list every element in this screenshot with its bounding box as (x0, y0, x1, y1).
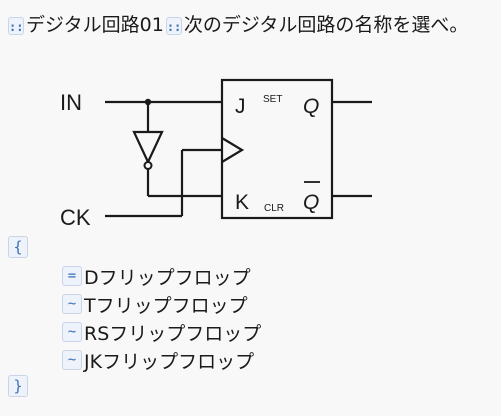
option-label: RSフリップフロップ (84, 322, 262, 345)
category-tag-icon: :: (8, 16, 24, 35)
junction-dot (144, 98, 152, 106)
question-tag-icon: :: (165, 16, 182, 35)
block-close-brace: } (8, 375, 28, 397)
answer-options: = Dフリップフロップ ~ Tフリップフロップ ~ RSフリップフロップ ~ J… (62, 262, 261, 374)
option-label: JKフリップフロップ (84, 350, 255, 373)
inverter-symbol (132, 130, 164, 165)
question-text: 次のデジタル回路の名称を選べ。 (183, 14, 469, 36)
tilde-icon: ~ (62, 350, 82, 370)
inverter-bubble (143, 161, 153, 170)
option-d-flip-flop[interactable]: = Dフリップフロップ (62, 262, 261, 290)
option-t-flip-flop[interactable]: ~ Tフリップフロップ (62, 290, 261, 318)
option-jk-flip-flop[interactable]: ~ JKフリップフロップ (62, 346, 261, 374)
question-header: ::デジタル回路01::次のデジタル回路の名称を選べ。 (8, 12, 468, 38)
option-label: Tフリップフロップ (84, 294, 248, 317)
block-open-brace: { (8, 236, 28, 258)
set-label: SET (263, 94, 282, 105)
option-label: Dフリップフロップ (84, 266, 251, 289)
qbar-output-label: Q (303, 191, 319, 214)
ck-label: CK (60, 205, 91, 230)
pin-j-label: J (235, 95, 246, 118)
pin-k-label: K (235, 191, 249, 214)
in-label: IN (60, 90, 82, 115)
category-label: デジタル回路01 (26, 14, 164, 36)
tilde-icon: ~ (62, 322, 82, 342)
circuit-diagram: IN CK J K SET CLR Q Q (60, 78, 372, 230)
clr-label: CLR (264, 203, 284, 214)
q-output-label: Q (303, 95, 319, 118)
clock-marker (221, 137, 245, 163)
equals-icon: = (62, 266, 82, 286)
tilde-icon: ~ (62, 294, 82, 314)
option-rs-flip-flop[interactable]: ~ RSフリップフロップ (62, 318, 261, 346)
